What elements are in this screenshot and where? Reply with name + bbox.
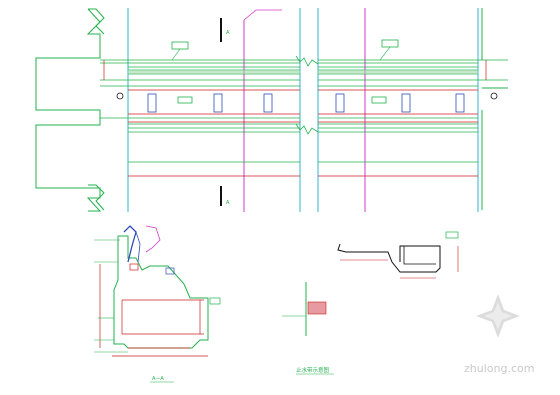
red-dimension-lines (103, 60, 487, 177)
side-circle-left (116, 92, 124, 100)
hatch-strip-right (318, 70, 478, 74)
section-wall-outline (113, 235, 209, 349)
tag-left (171, 41, 189, 50)
detail-profile-1 (337, 243, 441, 273)
anchor-block (307, 301, 327, 315)
plan-view: A A (35, 8, 508, 212)
watermark-logo-icon (476, 294, 520, 338)
section-rebar-red (99, 264, 204, 349)
left-break-top (88, 8, 105, 35)
section-rebar-blue-2 (135, 231, 141, 263)
section-top-magenta (145, 225, 161, 253)
leader-top (243, 9, 282, 21)
left-break-bottom (88, 184, 105, 211)
pier-boxes-right (335, 93, 465, 113)
structure-band-right (318, 59, 508, 163)
middle-break-bottom (295, 123, 319, 135)
detail-title: 止水带示意图 (296, 366, 330, 374)
section-block-3 (209, 297, 221, 305)
watermark-text: zhulong.com (464, 362, 534, 375)
tag-right-leader (379, 46, 391, 61)
middle-break-top (295, 55, 319, 67)
section-mark-bottom: A (226, 200, 230, 206)
section-rebar-blue (123, 225, 137, 263)
tag-center-left (177, 96, 193, 104)
section-block-1 (129, 263, 139, 271)
section-a-a: A—A (94, 225, 221, 383)
detail-profile-2 (403, 246, 436, 265)
hatch-strip-left (128, 70, 300, 74)
left-boundary-line (35, 8, 102, 212)
pier-boxes-left (147, 93, 273, 113)
tag-left-leader (171, 48, 181, 61)
section-leaders (94, 239, 128, 353)
section-title: A—A (152, 376, 164, 382)
section-mark-top: A (226, 30, 230, 36)
waterstop-detail: 止水带示意图 (282, 231, 459, 375)
section-block-2 (165, 267, 175, 275)
watermark: zhulong.com (464, 294, 534, 375)
structure-band-left (100, 59, 300, 163)
tag-right (381, 39, 399, 48)
tag-center-right (371, 96, 387, 104)
detail-tag (445, 231, 459, 239)
side-circle-right (490, 92, 498, 100)
